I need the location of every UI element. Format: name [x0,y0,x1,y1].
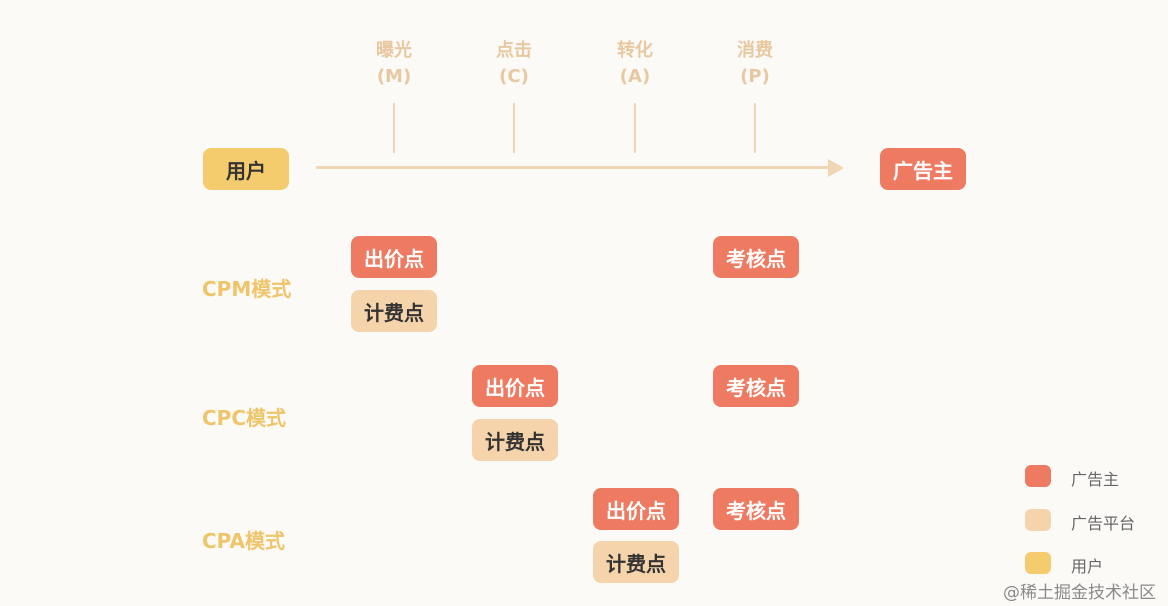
legend-swatch-platform [1025,509,1051,531]
bid-point-label: 出价点 [606,498,666,523]
legend-label-platform: 广告平台 [1071,514,1136,533]
legend-swatch-advertiser [1025,465,1051,487]
cpc-bid-point: 出价点 [472,365,558,407]
cpc-billing-point: 计费点 [472,419,558,461]
stage-label-click: 点击 (C) [474,38,554,90]
mode-label-cpa: CPA模式 [202,529,285,553]
stage-name: 曝光 [376,40,412,61]
stage-name: 转化 [617,40,653,61]
stage-label-conversion: 转化 (A) [595,38,675,90]
billing-point-label: 计费点 [606,551,666,576]
stage-name: 消费 [737,40,773,61]
user-node-label: 用户 [226,158,266,183]
bid-point-label: 出价点 [364,246,424,271]
billing-point-label: 计费点 [364,300,424,325]
stage-label-consumption: 消费 (P) [715,38,795,90]
funnel-axis-line [316,166,830,169]
stage-tick-click [513,103,515,153]
assessment-point-label: 考核点 [726,498,786,523]
stage-code: (M) [376,66,412,87]
stage-tick-conversion [634,103,636,153]
cpm-billing-point: 计费点 [351,290,437,332]
stage-tick-consumption [754,103,756,153]
cpa-bid-point: 出价点 [593,488,679,530]
cpm-bid-point: 出价点 [351,236,437,278]
watermark: @稀土掘金技术社区 [1003,583,1156,603]
mode-label-cpc: CPC模式 [202,406,287,430]
advertiser-node-label: 广告主 [893,158,953,183]
cpa-assessment-point: 考核点 [713,488,799,530]
stage-code: (A) [619,66,651,87]
stage-name: 点击 [496,40,532,61]
mode-label-cpm: CPM模式 [202,277,292,301]
cpc-assessment-point: 考核点 [713,365,799,407]
assessment-point-label: 考核点 [726,246,786,271]
stage-label-exposure: 曝光 (M) [354,38,434,90]
assessment-point-label: 考核点 [726,375,786,400]
bid-point-label: 出价点 [485,375,545,400]
arrow-head-icon [828,159,844,177]
cpm-assessment-point: 考核点 [713,236,799,278]
stage-code: (C) [499,66,529,87]
billing-point-label: 计费点 [485,429,545,454]
cpa-billing-point: 计费点 [593,541,679,583]
stage-code: (P) [740,66,770,87]
legend-label-advertiser: 广告主 [1071,470,1120,489]
stage-tick-exposure [393,103,395,153]
legend-swatch-user [1025,552,1051,574]
user-node: 用户 [203,148,289,190]
legend-label-user: 用户 [1071,557,1104,576]
advertiser-node: 广告主 [880,148,966,190]
